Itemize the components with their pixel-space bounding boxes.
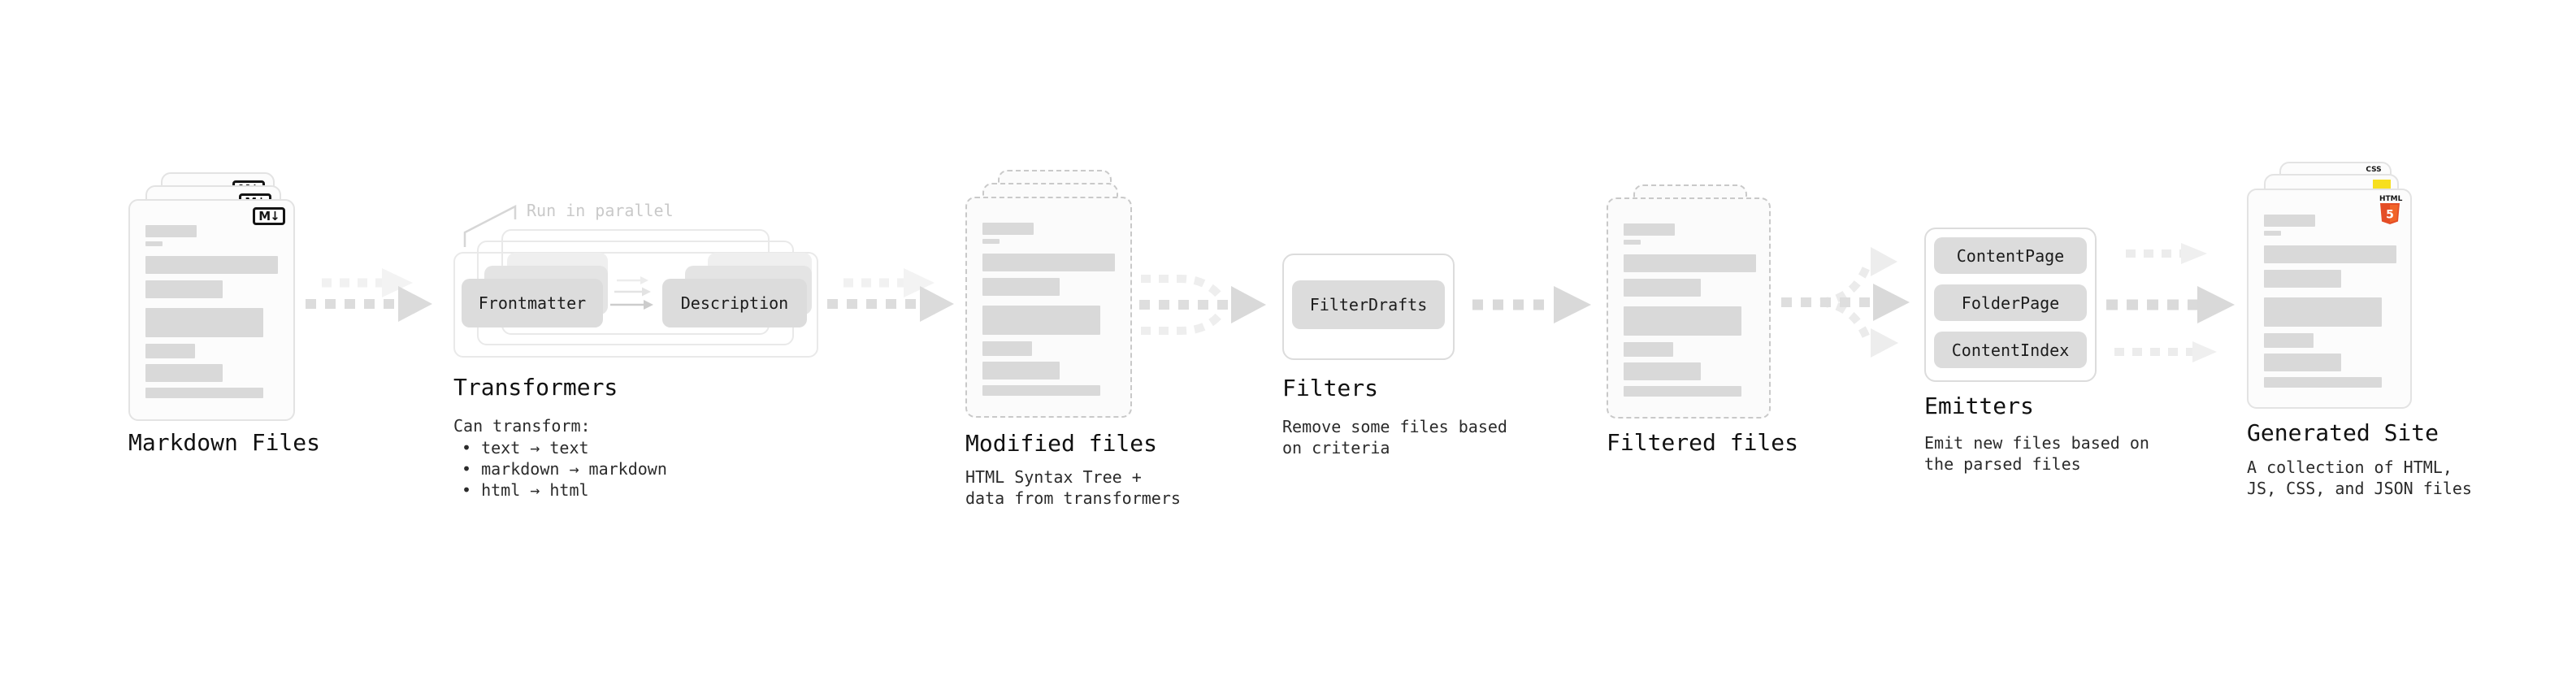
javascript-icon [2373, 180, 2391, 189]
text-placeholder-bar [145, 308, 263, 337]
text-placeholder-bar [1624, 223, 1675, 236]
run-in-parallel-annotation: Run in parallel [527, 201, 674, 220]
emitters-subtitle: Emit new files based on [1924, 433, 2149, 453]
callout-line [463, 204, 517, 247]
transformers-bullet: • text → text [462, 438, 589, 458]
text-placeholder-bar [2264, 377, 2382, 388]
text-placeholder-bar [2264, 333, 2314, 348]
text-placeholder-bar [1624, 254, 1756, 272]
text-placeholder-bar [982, 341, 1032, 356]
transformers-title: Transformers [453, 374, 618, 401]
text-placeholder-bar [982, 306, 1100, 335]
fanout-arrow-icon [1781, 247, 1910, 358]
transform-arrows-icon [610, 276, 653, 310]
flow-arrow-icon [306, 268, 432, 322]
flow-arrow-icon [827, 268, 954, 322]
filters-subtitle: Remove some files based [1282, 417, 1507, 436]
markdown-files-title: Markdown Files [128, 429, 321, 456]
text-placeholder-bar [145, 225, 197, 237]
emit-arrows-icon [2106, 243, 2235, 362]
text-placeholder-bar [2264, 245, 2396, 263]
modified-files-subtitle: HTML Syntax Tree + [965, 467, 1142, 487]
emitter-node-contentindex: ContentIndex [1934, 332, 2087, 368]
transformer-node-description: Description [662, 279, 807, 327]
generated-site-title: Generated Site [2247, 419, 2439, 446]
text-placeholder-bar [1624, 240, 1641, 245]
text-placeholder-bar [982, 239, 1000, 244]
filters-title: Filters [1282, 375, 1379, 401]
text-placeholder-bar [2264, 215, 2315, 227]
text-placeholder-bar [145, 241, 163, 246]
text-placeholder-bar [982, 254, 1115, 271]
filter-node-filterdrafts: FilterDrafts [1292, 280, 1445, 329]
text-placeholder-bar [1624, 362, 1701, 380]
transformers-bullet: • html → html [462, 480, 589, 500]
modified-files-subtitle: data from transformers [965, 488, 1181, 508]
text-placeholder-bar [1624, 306, 1741, 336]
transformer-box-front [453, 252, 818, 358]
emitters-subtitle: the parsed files [1924, 454, 2081, 474]
filtered-file-card-front [1607, 197, 1771, 419]
modified-files-title: Modified files [965, 430, 1158, 457]
transformers-bullet: • markdown → markdown [462, 459, 667, 479]
markdown-icon: M↓ [253, 207, 285, 225]
emitters-title: Emitters [1924, 393, 2034, 419]
text-placeholder-bar [145, 280, 223, 298]
text-placeholder-bar [2264, 354, 2341, 371]
transformers-description-heading: Can transform: [453, 416, 591, 436]
generated-site-subtitle: A collection of HTML, [2247, 458, 2452, 477]
text-placeholder-bar [1624, 279, 1701, 297]
text-placeholder-bar [145, 256, 278, 274]
flow-arrow-icon [1472, 286, 1591, 323]
text-placeholder-bar [1624, 386, 1741, 397]
emitter-node-folderpage: FolderPage [1934, 284, 2087, 321]
text-placeholder-bar [982, 362, 1060, 380]
markdown-file-card-front: M↓ [128, 199, 295, 421]
text-placeholder-bar [2264, 270, 2341, 288]
text-placeholder-bar [1624, 342, 1673, 357]
text-placeholder-bar [145, 344, 195, 358]
merge-arrow-icon [1139, 275, 1266, 335]
text-placeholder-bar [145, 364, 223, 382]
text-placeholder-bar [982, 385, 1100, 396]
generated-site-subtitle: JS, CSS, and JSON files [2247, 479, 2472, 498]
text-placeholder-bar [982, 223, 1034, 235]
text-placeholder-bar [145, 388, 263, 398]
text-placeholder-bar [2264, 297, 2382, 327]
svg-text:5: 5 [2386, 209, 2394, 222]
site-file-card-front: HTML 5 [2247, 189, 2412, 409]
html5-icon: HTML 5 [2379, 195, 2402, 225]
filters-subtitle: on criteria [1282, 438, 1390, 458]
text-placeholder-bar [2264, 231, 2281, 236]
filtered-files-title: Filtered files [1607, 429, 1799, 456]
text-placeholder-bar [982, 278, 1060, 296]
modified-file-card-front [965, 197, 1132, 418]
transformer-node-frontmatter: Frontmatter [462, 279, 603, 327]
emitter-node-contentpage: ContentPage [1934, 237, 2087, 274]
